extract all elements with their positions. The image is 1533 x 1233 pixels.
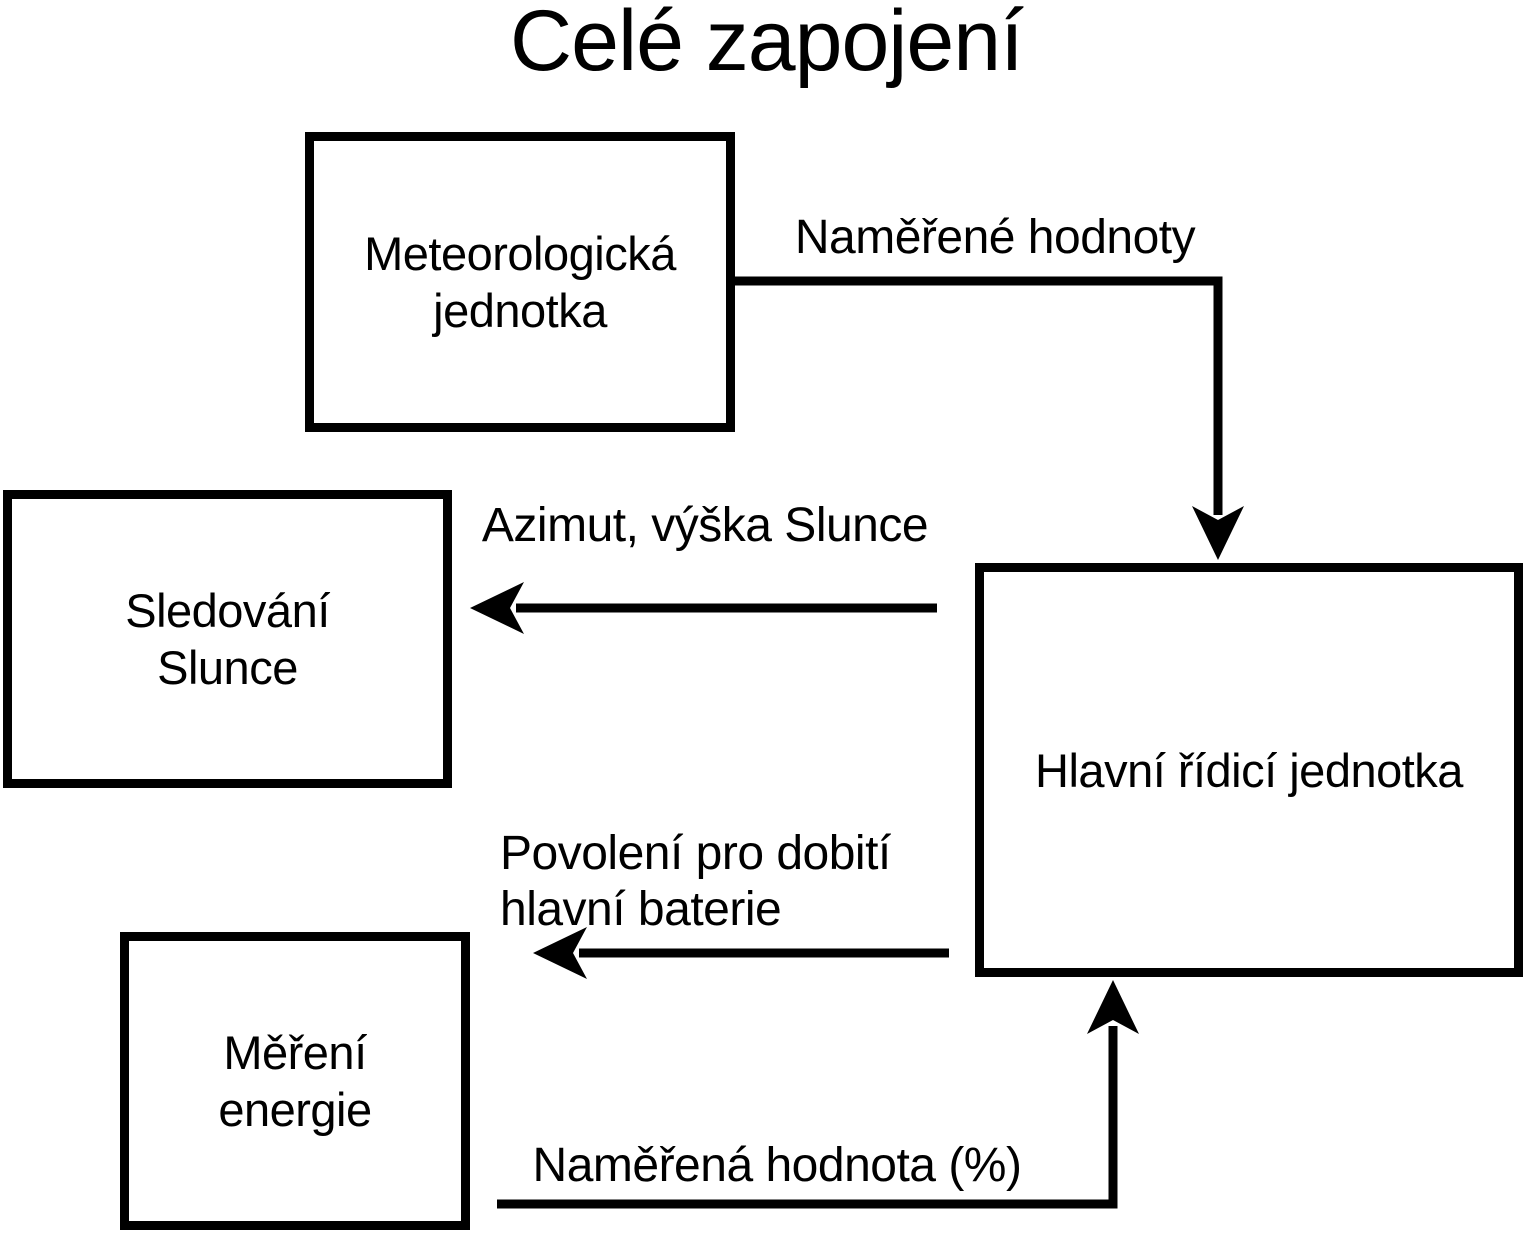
arrow-namerena-hodnota [497,980,1139,1209]
node-label-line: energie [218,1083,372,1136]
node-label-line: Meteorologická [364,227,676,280]
arrow-namerene-hodnoty-line [735,276,1223,515]
edge-label-line: hlavní baterie [500,883,782,936]
edge-label-namerena-hodnota: Naměřená hodnota (%) [532,1139,1022,1192]
node-sledovani-slunce: Sledování Slunce [3,490,452,788]
arrow-povoleni-dobiti [533,927,949,979]
arrow-azimut-vyska-slunce [470,582,937,634]
node-label-line: Slunce [157,641,298,694]
arrow-left-head-icon [533,927,587,979]
node-label: Hlavní řídicí jednotka [1035,742,1463,799]
node-label-line: Sledování [125,584,330,637]
node-meteorologicka-jednotka: Meteorologická jednotka [305,132,735,432]
node-label: Sledování Slunce [125,582,330,696]
edge-label-povoleni-dobiti: Povolení pro dobití hlavní baterie [500,826,891,938]
node-label-line: Měření [223,1026,367,1079]
page-title: Celé zapojení [510,0,1024,89]
node-mereni-energie: Měření energie [120,932,470,1230]
arrow-namerena-line [497,1026,1118,1209]
arrow-down-head-icon [1192,506,1244,560]
edge-label-namerene-hodnoty: Naměřené hodnoty [794,211,1196,264]
arrow-left-head-icon [470,582,524,634]
arrow-up-head-icon [1087,980,1139,1034]
edge-label-azimut-vyska-slunce: Azimut, výška Slunce [481,499,929,552]
node-hlavni-ridici-jednotka: Hlavní řídicí jednotka [975,563,1523,977]
arrow-namerene-hodnoty [735,276,1244,560]
node-label: Měření energie [218,1024,372,1138]
edge-label-line: Povolení pro dobití [500,827,891,880]
node-label: Meteorologická jednotka [364,225,676,339]
node-label-line: Hlavní řídicí jednotka [1035,743,1463,797]
node-label-line: jednotka [433,284,607,337]
